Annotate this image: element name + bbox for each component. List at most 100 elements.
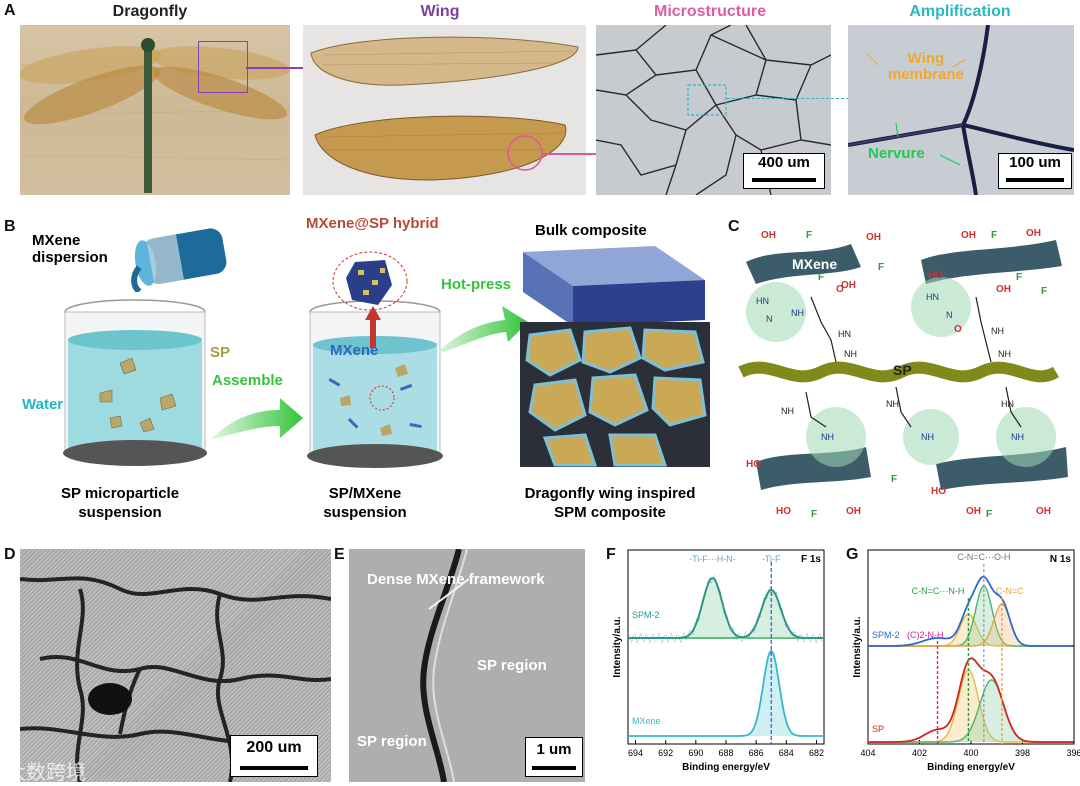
beaker-sp-suspension [63,299,207,466]
dragonfly-illustration [20,38,290,193]
sp-chain [738,361,1060,383]
svg-text:F: F [1016,272,1022,283]
panel-label-c: C [728,218,740,235]
panel-label-b: B [4,218,16,235]
spm2-comp-2-fill [868,586,1074,646]
mxene-fit [628,649,824,737]
hotpress-arrow [435,306,528,355]
spm2-raw-data [627,574,824,644]
svg-text:NH: NH [886,399,899,409]
nervure-label: Nervure [868,145,925,162]
scale-400um: 400 um [743,153,825,189]
svg-text:NH: NH [991,326,1004,336]
assemble-arrow [210,398,303,440]
panel-label-f: F [606,546,616,563]
svg-text:HO: HO [928,270,943,281]
x-tick-label: 686 [749,748,764,758]
spm2-fit [868,575,1074,647]
series-label-sp: SP [872,724,884,734]
sp-fit [868,657,1074,743]
svg-text:NH: NH [781,406,794,416]
title-wing: Wing [420,3,460,20]
sem-image-d: 200 um [20,549,331,782]
sp-region-label-left: SP region [357,733,427,750]
scale-bar [531,766,577,770]
pouring-bottle [131,228,227,292]
dragonfly-photo [20,25,290,195]
x-tick-label: 688 [718,748,733,758]
svg-text:NH: NH [1011,432,1024,442]
microstructure-photo: 400 um [596,25,831,195]
title-microstructure: Microstructure [653,3,767,20]
peak-label-cnh: C-N=C···N-H [912,586,965,596]
sp-label: SP [210,344,231,361]
svg-text:HN: HN [756,296,769,306]
scale-100um: 100 um [998,153,1072,189]
svg-text:NH: NH [921,432,934,442]
sp-comp-1-fill [868,670,1074,742]
watermark: 大数跨境 [6,762,86,784]
scale-bar [239,766,309,770]
water-label: Water [22,396,64,413]
dense-framework-label: Dense MXene framework [367,571,545,588]
svg-text:OH: OH [761,230,776,241]
peak-label-c2nh: (C)2-N-H [907,630,944,640]
x-axis-label: Binding energy/eV [927,762,1015,773]
mxene-label-b: MXene [330,342,379,359]
spm2-component-2-fill [628,590,824,638]
nervure-illustration [848,25,1074,195]
hybrid-label: MXene@SP hybrid [306,215,439,232]
wings-illustration [310,36,579,181]
x-tick-label: 398 [1015,748,1030,758]
x-tick-label: 682 [809,748,824,758]
sem-image-e: Dense MXene framework SP region SP regio… [349,549,585,782]
svg-text:O: O [954,324,962,335]
series-label-spm2: SPM-2 [872,630,900,640]
x-tick-label: 684 [779,748,794,758]
svg-text:OH: OH [961,230,976,241]
svg-text:F: F [891,474,897,485]
svg-text:N: N [766,314,773,324]
connector-purple [246,67,304,69]
hybrid-particle [332,251,408,311]
panel-label-g: G [846,546,859,563]
scale-bar [752,178,816,182]
caption-sp-microparticle: SP microparticle suspension [60,485,180,521]
peak-label-cnc: C-N=C [996,586,1024,596]
mxene-sheet-top-left [746,244,861,284]
amplification-photo: Wing membrane Nervure 100 um [848,25,1074,195]
panel-label-d: D [4,546,16,563]
svg-text:HO: HO [931,486,946,497]
svg-text:OH: OH [1036,506,1051,517]
svg-text:HO: HO [776,506,791,517]
svg-text:HN: HN [1001,399,1014,409]
svg-text:NH: NH [844,349,857,359]
peak-label-1: -Ti-F···H-N- [689,554,736,564]
hotpress-label: Hot-press [441,276,512,293]
series-label-spm2: SPM-2 [632,610,660,620]
svg-text:HO: HO [746,459,761,470]
assemble-label: Assemble [212,372,283,389]
peak-label-coh: C-N=C···O-H [957,552,1010,562]
connector-pink [542,153,600,155]
svg-text:OH: OH [866,232,881,243]
svg-text:F: F [986,509,992,520]
mxene-fit-fill [628,651,824,736]
x-axis-label: Binding energy/eV [682,762,770,773]
svg-text:OH: OH [1026,228,1041,239]
svg-text:O: O [836,284,844,295]
x-tick-label: 400 [963,748,978,758]
svg-text:N: N [946,310,953,320]
x-tick-label: 692 [658,748,673,758]
plot-frame [627,549,825,745]
x-tick-label: 396 [1066,748,1080,758]
scale-1um: 1 um [525,737,583,777]
series-label-mxene: MXene [632,716,661,726]
svg-text:OH: OH [966,506,981,517]
svg-text:OH: OH [996,284,1011,295]
bulk-composite-label: Bulk composite [535,222,647,239]
caption-spm-composite: Dragonfly wing inspired SPM composite [524,485,696,521]
bulk-composite-block [520,246,710,467]
